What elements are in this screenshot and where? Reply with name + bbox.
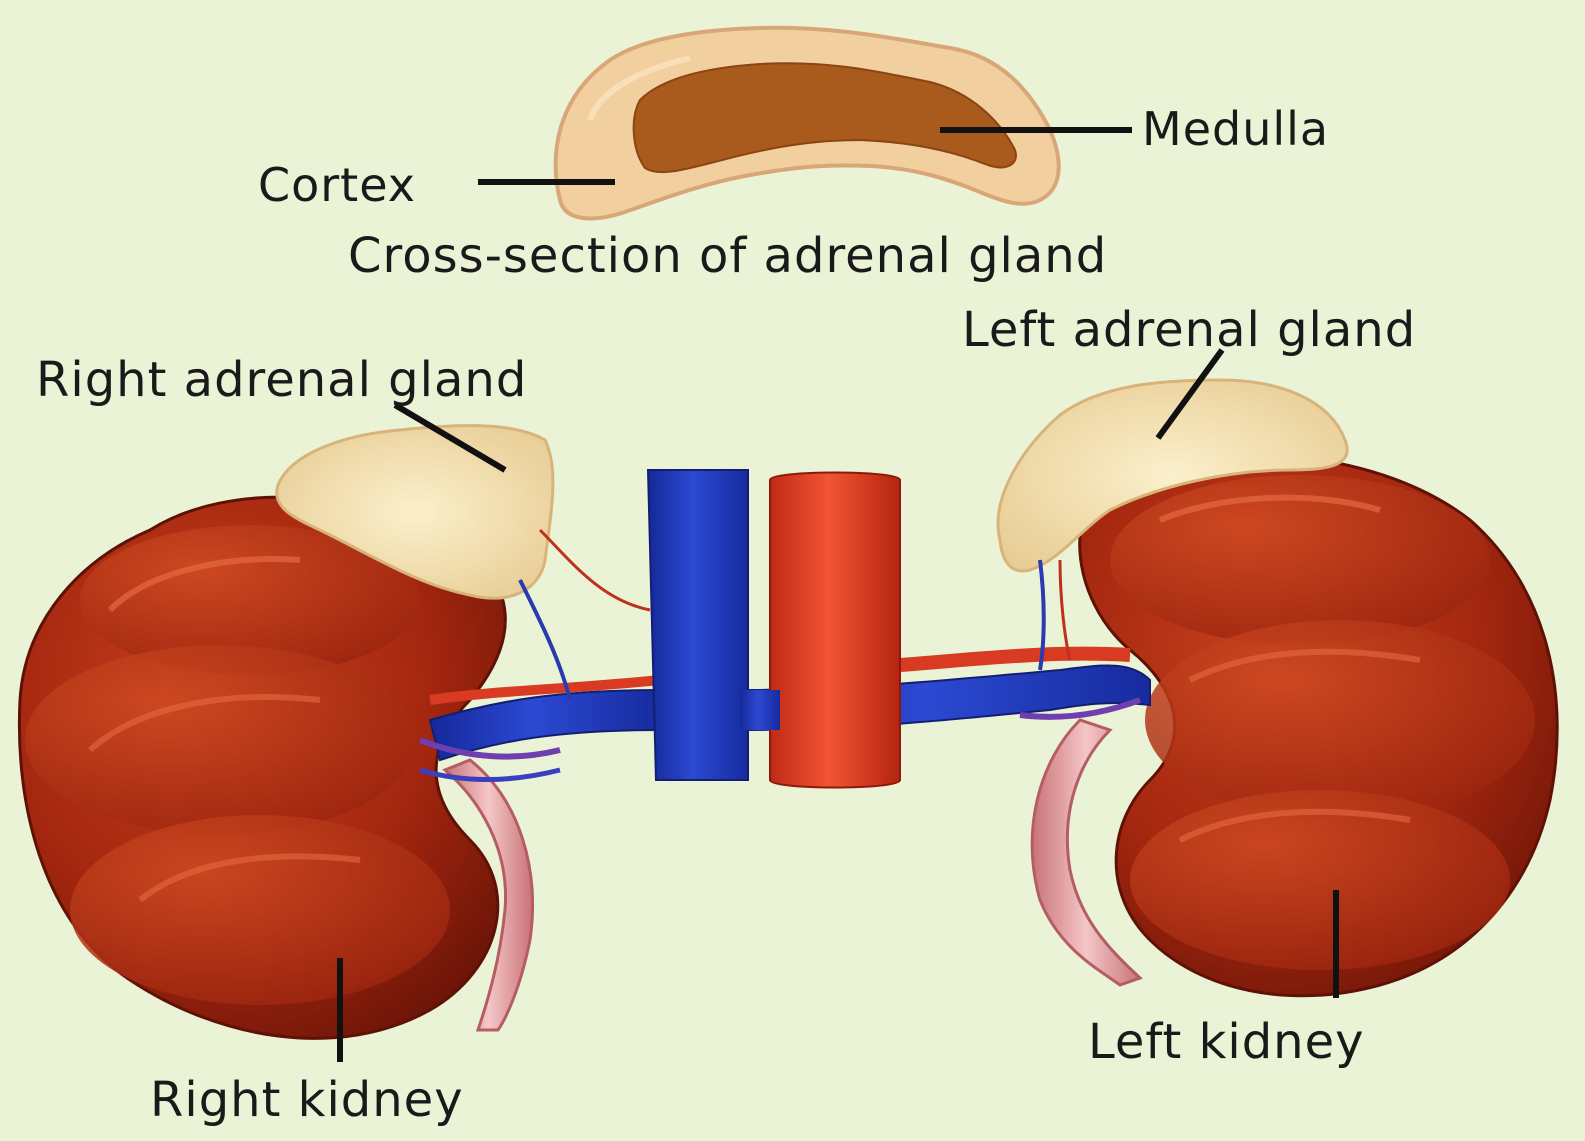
left-kidney <box>1080 454 1558 996</box>
aorta <box>770 473 900 788</box>
inferior-vena-cava <box>648 470 748 780</box>
cortex-label: Cortex <box>258 162 416 208</box>
right-adrenal-gland-label: Right adrenal gland <box>36 356 527 404</box>
left-adrenal-gland-label: Left adrenal gland <box>962 306 1416 354</box>
left-kidney-label: Left kidney <box>1088 1018 1365 1066</box>
right-kidney-label: Right kidney <box>150 1076 464 1124</box>
medulla-label: Medulla <box>1142 106 1329 152</box>
cross-section-caption: Cross-section of adrenal gland <box>348 232 1107 280</box>
adrenal-cross-section <box>556 28 1059 219</box>
